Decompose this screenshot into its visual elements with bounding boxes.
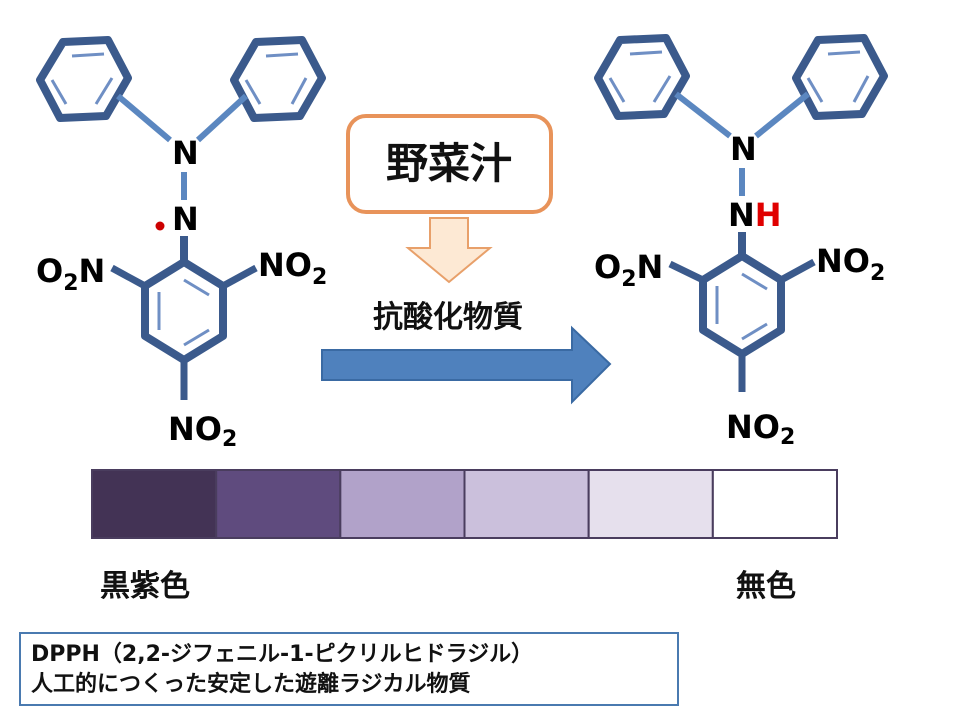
left-phenyl-ring-1 (36, 36, 132, 122)
reagent-box (346, 114, 553, 214)
color-swatch-4 (463, 469, 590, 539)
reaction-arrow (321, 325, 612, 405)
left-molecule: N N O2N NO2 NO2 (36, 36, 327, 452)
right-phenyl-ring-2 (792, 34, 888, 120)
left-radical-n: N (172, 200, 199, 238)
reagent-label: 野菜汁 (386, 139, 512, 188)
right-picryl-ring (699, 252, 785, 358)
right-amine-n: N (730, 130, 757, 168)
reaction-center: 野菜汁 抗酸化物質 (321, 114, 612, 405)
left-picryl-ring (141, 258, 227, 364)
right-phenyl-ring-1 (594, 34, 690, 120)
down-arrow (405, 217, 493, 284)
color-scale (91, 469, 838, 539)
left-o2n-label: O2N (36, 252, 105, 296)
color-swatch-6 (711, 469, 838, 539)
note-line-1: DPPH（2,2-ジフェニル-1-ピクリルヒドラジル） (31, 642, 534, 667)
left-no2-bottom-label: NO2 (168, 410, 237, 452)
right-nh-label: NH (728, 196, 782, 234)
color-swatch-3 (339, 469, 466, 539)
note-line-2: 人工的につくった安定した遊離ラジカル物質 (31, 672, 471, 697)
color-swatch-5 (587, 469, 714, 539)
color-swatch-1 (91, 469, 218, 539)
color-scale-left-label: 黒紫色 (100, 569, 190, 604)
color-scale-right-label: 無色 (736, 569, 796, 604)
color-swatch-2 (215, 469, 342, 539)
right-no2-bottom-label: NO2 (726, 408, 795, 450)
left-amine-n: N (172, 134, 199, 172)
dpph-note-box: DPPH（2,2-ジフェニル-1-ピクリルヒドラジル） 人工的につくった安定した… (19, 632, 679, 706)
left-phenyl-ring-2 (230, 36, 326, 122)
radical-dot (155, 221, 165, 231)
right-o2n-label: O2N (594, 248, 663, 292)
right-molecule: N NH O2N NO2 NO2 (594, 34, 888, 450)
right-no2-right-label: NO2 (816, 242, 885, 286)
arrow-label: 抗酸化物質 (373, 300, 523, 335)
left-no2-right-label: NO2 (258, 246, 327, 290)
